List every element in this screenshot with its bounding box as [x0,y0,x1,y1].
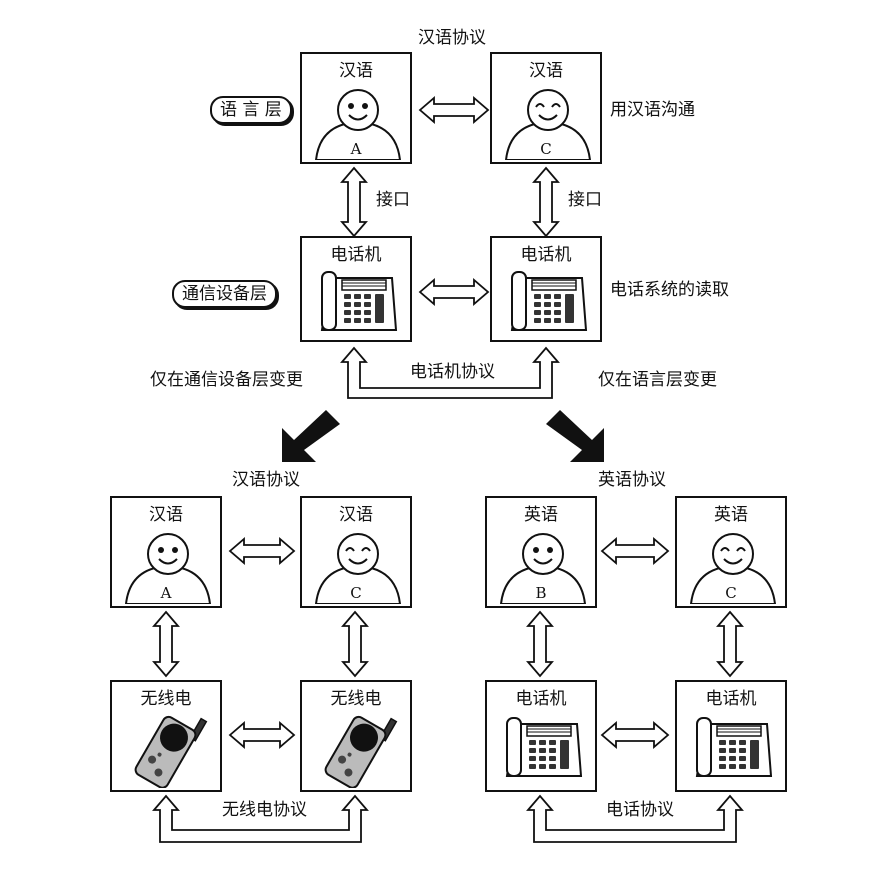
br-phone-left-caption: 电话机 [515,689,567,709]
br-person-b-letter: B [535,584,547,602]
language-layer-tag: 语 言 层 [210,96,292,124]
top-protocol-title: 汉语协议 [418,28,486,48]
bl-radio-right-caption: 无线电 [330,689,382,709]
telephone-icon [508,270,588,334]
br-person-b-caption: 英语 [524,505,558,525]
interface-label-right: 接口 [568,190,602,210]
top-person-c-caption: 汉语 [529,61,563,81]
bl-person-a-caption: 汉语 [149,505,183,525]
arrow-bl-language [228,537,296,565]
arrow-bl-protocol [152,794,369,843]
bl-radio-box-right: 无线电 [300,680,412,792]
bottom-left-protocol-title: 汉语协议 [232,470,300,490]
br-person-c-caption: 英语 [714,505,748,525]
bl-person-a-letter: A [160,584,172,602]
br-phone-right-caption: 电话机 [705,689,757,709]
br-person-box-c: 英语 C [675,496,787,608]
arrow-bl-radio [228,721,296,749]
arrow-down-right [546,410,604,462]
left-change-note: 仅在通信设备层变更 [150,370,303,390]
arrow-top-phone-protocol [340,346,560,399]
br-phone-box-left: 电话机 [485,680,597,792]
interface-label-left: 接口 [376,190,410,210]
phone-protocol-label: 电话机协议 [410,362,495,382]
arrow-top-language [418,96,490,124]
br-phone-box-right: 电话机 [675,680,787,792]
right-note-language: 用汉语沟通 [610,100,695,120]
telephone-icon [318,270,398,334]
top-person-c-letter: C [540,140,552,158]
bl-person-box-a: 汉语 A [110,496,222,608]
top-phone-box-left: 电话机 [300,236,412,342]
bl-radio-left-caption: 无线电 [140,689,192,709]
bottom-right-protocol-title: 英语协议 [598,470,666,490]
arrow-down-left [282,410,340,462]
bl-radio-box-left: 无线电 [110,680,222,792]
right-change-note: 仅在语言层变更 [598,370,717,390]
br-protocol-label: 电话协议 [606,800,674,820]
arrow-br-vertical-right [716,610,744,678]
top-phone-right-caption: 电话机 [520,245,572,265]
arrow-br-language [600,537,670,565]
br-person-box-b: 英语 B [485,496,597,608]
arrow-top-comm [418,278,490,306]
arrow-br-vertical-left [526,610,554,678]
top-phone-left-caption: 电话机 [330,245,382,265]
arrow-top-interface-left [340,166,368,238]
bl-protocol-label: 无线电协议 [222,800,307,820]
top-person-box-c: 汉语 C [490,52,602,164]
top-person-a-caption: 汉语 [339,61,373,81]
bl-person-c-caption: 汉语 [339,505,373,525]
telephone-icon [693,716,773,780]
comm-layer-tag: 通信设备层 [172,280,277,308]
radio-icon [318,708,398,788]
bl-person-c-letter: C [350,584,362,602]
arrow-top-interface-right [532,166,560,238]
br-person-c-letter: C [725,584,737,602]
right-note-comm: 电话系统的读取 [610,280,729,300]
top-phone-box-right: 电话机 [490,236,602,342]
radio-icon [128,708,208,788]
telephone-icon [503,716,583,780]
top-person-a-letter: A [350,140,362,158]
arrow-br-phone [600,721,670,749]
arrow-bl-vertical-left [152,610,180,678]
arrow-br-protocol [526,794,744,843]
arrow-bl-vertical-right [341,610,369,678]
top-person-box-a: 汉语 A [300,52,412,164]
bl-person-box-c: 汉语 C [300,496,412,608]
